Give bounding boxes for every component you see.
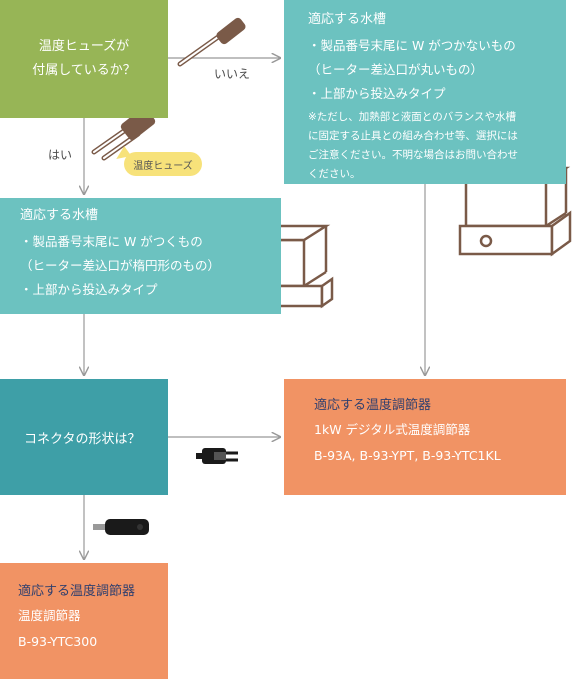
tank-no-w-note-line: ください。: [308, 168, 361, 180]
question-fuse-line2: 付属しているか？: [32, 63, 136, 78]
tank-w-item2: （ヒーター差込口が楕円形のもの）: [20, 258, 221, 273]
tank-no-w-note: ※ただし、加熱部と液面とのバランスや水槽 に固定する止具との組み合わせ等、選択に…: [308, 108, 552, 184]
tank-no-w-title: 適応する水槽: [308, 12, 387, 27]
tank-no-w-note-line: に固定する止具との組み合わせ等、選択には: [308, 130, 518, 142]
label-yes: はい: [48, 148, 73, 162]
controller-a-title: 適応する温度調節器: [314, 398, 432, 413]
tank-no-w-box: 適応する水槽 ・製品番号末尾に W がつかないもの （ヒーター差込口が丸いもの）…: [284, 0, 566, 184]
controller-a-line2: B-93A, B-93-YPT, B-93-YTC1KL: [314, 448, 501, 463]
controller-b-box: 適応する温度調節器 温度調節器 B-93-YTC300: [0, 563, 168, 679]
controller-b-title: 適応する温度調節器: [18, 584, 136, 599]
question-connector-text: コネクタの形状は？: [24, 431, 141, 447]
plug-icon: [196, 448, 238, 464]
tank-no-w-item1: ・製品番号末尾に W がつかないもの: [308, 38, 516, 53]
controller-b-line2: B-93-YTC300: [18, 634, 98, 649]
heater-probe-icon: [177, 17, 246, 67]
tank-no-w-note-line: ご注意ください。不明な場合はお問い合わせ: [308, 149, 518, 161]
label-no: いいえ: [214, 67, 251, 81]
tank-no-w-item2: （ヒーター差込口が丸いもの）: [308, 62, 484, 77]
tank-w-title: 適応する水槽: [20, 208, 99, 223]
question-connector-shape: コネクタの形状は？: [0, 379, 168, 495]
question-fuse-attached: 温度ヒューズが 付属しているか？: [0, 0, 168, 118]
tank-w-box: 適応する水槽 ・製品番号末尾に W がつくもの （ヒーター差込口が楕円形のもの）…: [0, 198, 281, 314]
controller-b-line1: 温度調節器: [18, 608, 81, 623]
tank-no-w-item3: ・上部から投込みタイプ: [308, 86, 446, 101]
tank-no-w-note-line: ※ただし、加熱部と液面とのバランスや水槽: [308, 111, 516, 123]
controller-a-box: 適応する温度調節器 1kW デジタル式温度調節器 B-93A, B-93-YPT…: [284, 379, 566, 495]
controller-a-line1: 1kW デジタル式温度調節器: [314, 422, 471, 437]
connector-icon: [93, 519, 149, 535]
tank-w-item3: ・上部から投込みタイプ: [20, 282, 158, 297]
fuse-callout-badge: 温度ヒューズ: [124, 152, 202, 176]
question-fuse-line1: 温度ヒューズが: [38, 39, 130, 54]
tank-w-item1: ・製品番号末尾に W がつくもの: [20, 234, 203, 249]
